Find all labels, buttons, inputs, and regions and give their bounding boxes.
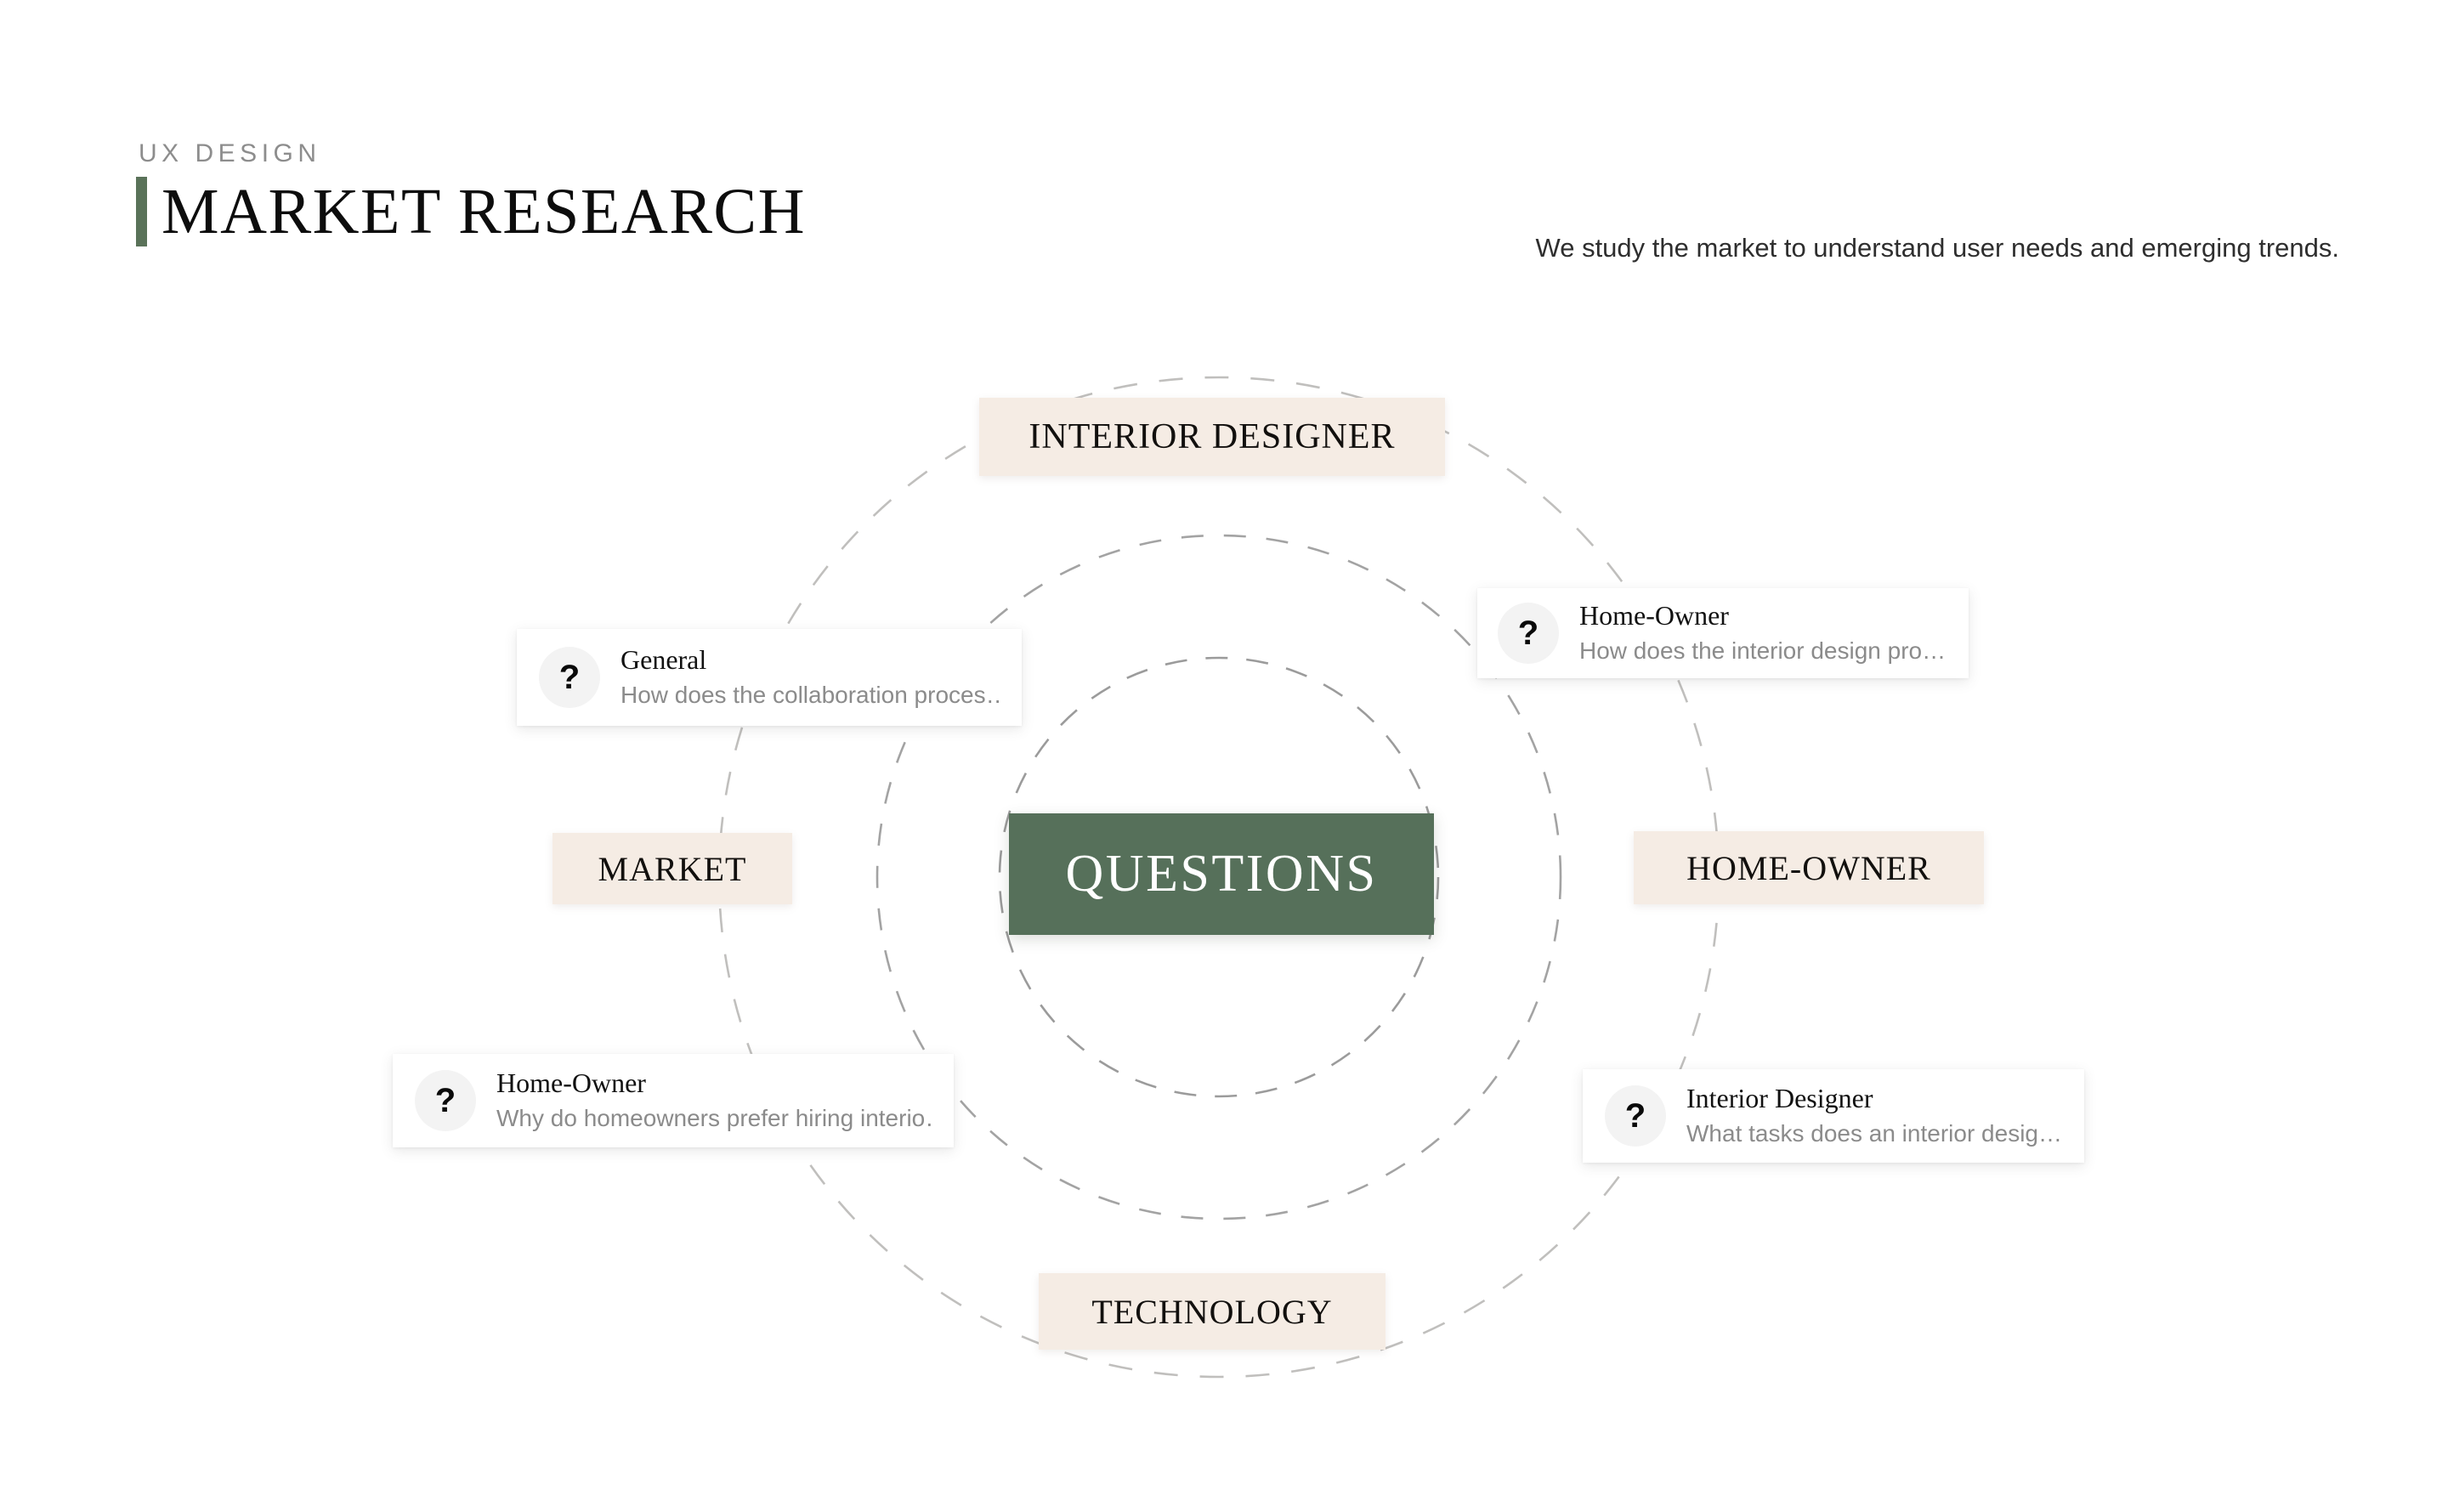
question-card-question: How does the interior design pro…: [1579, 637, 1946, 665]
page-subtitle: We study the market to understand user n…: [1535, 233, 2339, 263]
question-card-home-owner-top[interactable]: ? Home-Owner How does the interior desig…: [1477, 588, 1969, 678]
question-mark-glyph: ?: [558, 659, 581, 696]
question-card-home-owner-bottom[interactable]: ? Home-Owner Why do homeowners prefer hi…: [393, 1054, 954, 1147]
question-card-question: Why do homeowners prefer hiring interio…: [496, 1105, 932, 1132]
category-pill-home-owner[interactable]: HOME-OWNER: [1634, 831, 1984, 904]
question-card-question: What tasks does an interior desig…: [1686, 1120, 2062, 1147]
question-card-question: How does the collaboration proces…: [620, 682, 1000, 709]
question-mark-glyph: ?: [1624, 1097, 1646, 1135]
title-accent-bar: [136, 177, 147, 246]
page-header: UX DESIGN MARKET RESEARCH We study the m…: [0, 0, 2448, 280]
question-card-text: Home-Owner How does the interior design …: [1579, 599, 1946, 666]
category-label: TECHNOLOGY: [1091, 1292, 1333, 1331]
category-pill-interior-designer[interactable]: INTERIOR DESIGNER: [979, 398, 1445, 476]
question-card-text: Home-Owner Why do homeowners prefer hiri…: [496, 1067, 932, 1134]
category-label: INTERIOR DESIGNER: [1028, 417, 1396, 456]
category-pill-market[interactable]: MARKET: [552, 833, 792, 904]
question-card-title: Home-Owner: [1579, 600, 1729, 631]
category-label: MARKET: [598, 849, 747, 888]
eyebrow-label: UX DESIGN: [139, 139, 321, 167]
question-mark-icon: ?: [1605, 1085, 1666, 1147]
question-card-title: Home-Owner: [496, 1067, 646, 1099]
center-node-label: QUESTIONS: [1065, 845, 1378, 903]
question-card-title: General: [620, 644, 707, 676]
question-card-interior-designer[interactable]: ? Interior Designer What tasks does an i…: [1583, 1069, 2084, 1163]
category-label: HOME-OWNER: [1686, 848, 1931, 887]
question-card-text: Interior Designer What tasks does an int…: [1686, 1082, 2062, 1149]
question-mark-glyph: ?: [434, 1082, 456, 1119]
page-title: MARKET RESEARCH: [162, 176, 806, 247]
question-mark-icon: ?: [415, 1070, 476, 1131]
question-card-text: General How does the collaboration proce…: [620, 643, 1000, 711]
page-title-group: MARKET RESEARCH: [136, 177, 806, 246]
question-card-title: Interior Designer: [1686, 1083, 1873, 1114]
center-node-questions[interactable]: QUESTIONS: [1009, 813, 1434, 935]
category-pill-technology[interactable]: TECHNOLOGY: [1039, 1273, 1386, 1350]
question-card-general[interactable]: ? General How does the collaboration pro…: [517, 629, 1022, 726]
question-mark-glyph: ?: [1517, 614, 1539, 652]
question-mark-icon: ?: [539, 647, 600, 708]
question-mark-icon: ?: [1498, 603, 1559, 664]
